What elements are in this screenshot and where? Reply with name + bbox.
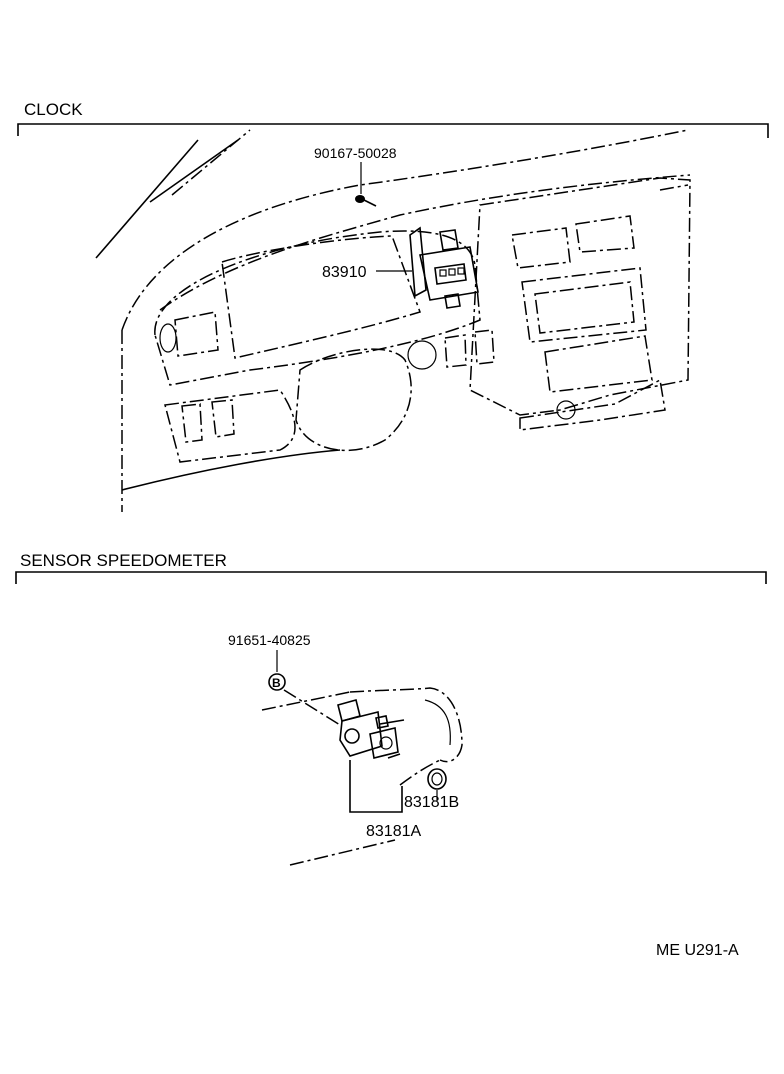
transmission-housing-illustration <box>261 687 463 866</box>
sensor-callout-bracket <box>349 760 403 813</box>
clock-section-bracket <box>17 123 769 138</box>
diagram-code: ME U291-A <box>656 942 739 959</box>
bolt-marker-letter: B <box>272 676 281 690</box>
dashboard-illustration <box>95 129 691 512</box>
part-number-seal: 83181B <box>404 794 459 811</box>
sensor-section-bracket <box>15 571 767 584</box>
o-ring-seal-icon <box>427 768 447 790</box>
screw-90167-icon <box>355 195 377 207</box>
part-number-sensor: 83181A <box>366 823 421 840</box>
part-number-clock: 83910 <box>322 264 367 281</box>
clock-section-title: CLOCK <box>24 100 83 119</box>
part-number-bolt: 91651-40825 <box>228 632 311 648</box>
sensor-section-title: SENSOR SPEEDOMETER <box>20 551 227 570</box>
speed-sensor-icon <box>337 699 405 759</box>
part-number-screw: 90167-50028 <box>314 145 397 161</box>
bolt-marker-icon <box>268 673 286 691</box>
bolt-axis-line <box>283 689 341 726</box>
